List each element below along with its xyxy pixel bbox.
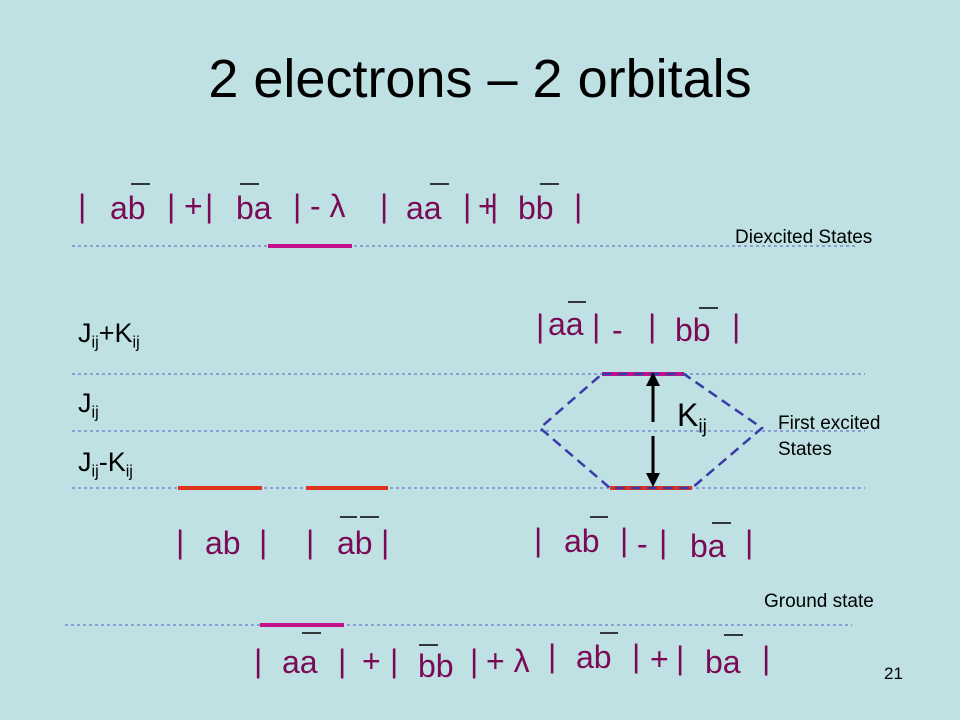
- level-label-j-minus-k: Jij-Kij: [78, 447, 133, 481]
- operator: - λ: [310, 188, 346, 224]
- orbital-term: ba: [690, 528, 726, 564]
- orbital-term: bb: [518, 190, 554, 226]
- ket-bar: |: [762, 640, 771, 676]
- ket-bar: |: [293, 188, 302, 224]
- ket-bar: |: [381, 524, 390, 560]
- exchange-arrowhead-up: [646, 372, 660, 386]
- ket-bar: |: [205, 188, 214, 224]
- ket-bar: |: [548, 638, 557, 674]
- ket-bar: |: [254, 643, 263, 679]
- ket-bar: |: [306, 524, 315, 560]
- operator: +: [184, 188, 203, 224]
- ket-bar: |: [574, 188, 583, 224]
- exchange-diamond: [538, 372, 765, 490]
- operator: +: [362, 643, 381, 679]
- orbital-term: ba: [705, 644, 741, 680]
- ket-bar: |: [259, 524, 268, 560]
- ket-bar: |: [167, 188, 176, 224]
- orbital-term: bb: [418, 648, 454, 684]
- orbital-term: aa: [282, 644, 318, 680]
- level-label-j-plus-k: Jij+Kij: [78, 318, 140, 352]
- ket-bar: |: [620, 522, 629, 558]
- operator: -: [612, 312, 623, 348]
- orbital-term: ab: [205, 525, 241, 561]
- ket-bar: |: [745, 524, 754, 560]
- ket-bar: |: [470, 643, 479, 679]
- ket-bar: |: [490, 188, 499, 224]
- slide-title: 2 electrons – 2 orbitals: [208, 49, 752, 109]
- ground-state-label: Ground state: [764, 591, 874, 612]
- operator: +: [478, 188, 497, 224]
- ket-bar: |: [463, 188, 472, 224]
- ket-bar: |: [176, 524, 185, 560]
- orbital-term: ba: [236, 190, 272, 226]
- ket-bar: |: [380, 188, 389, 224]
- ket-bar: |: [78, 188, 87, 224]
- ket-bar: |: [338, 643, 347, 679]
- orbital-term: aa: [548, 306, 584, 342]
- ket-bar: |: [390, 643, 399, 679]
- ket-bar: |: [676, 640, 685, 676]
- ket-bar: |: [592, 308, 601, 344]
- exchange-arrowhead-down: [646, 473, 660, 487]
- ket-bar: |: [536, 308, 545, 344]
- orbital-term: ab: [576, 639, 612, 675]
- ket-bar: |: [732, 308, 741, 344]
- ket-bar: |: [659, 524, 668, 560]
- operator: +: [650, 641, 669, 677]
- ket-bar: |: [632, 638, 641, 674]
- ket-bar: |: [534, 522, 543, 558]
- orbital-term: ab: [110, 190, 146, 226]
- exchange-integral-label: Kij: [677, 397, 707, 438]
- orbital-term: bb: [675, 312, 711, 348]
- ket-bar: |: [648, 308, 657, 344]
- page-number: 21: [884, 664, 903, 683]
- orbital-term: ab: [564, 523, 600, 559]
- level-label-j: Jij: [78, 388, 99, 422]
- orbital-term: ab: [337, 525, 373, 561]
- diexcited-states-label: Diexcited States: [735, 227, 873, 248]
- orbital-term: aa: [406, 190, 442, 226]
- operator: -: [637, 526, 648, 562]
- operator: + λ: [486, 643, 530, 679]
